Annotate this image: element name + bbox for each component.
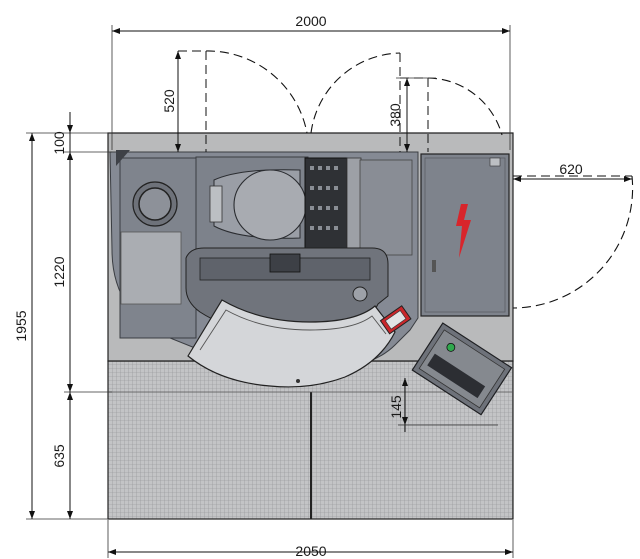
motor-block [304,157,348,249]
dim-left-machine: 1220 [51,256,67,287]
electrical-cabinet [420,153,510,317]
corner-bracket [116,150,130,166]
high-voltage-icon [456,204,471,258]
left-module [116,150,197,339]
dim-left-total: 1955 [13,310,29,341]
door-swing-right [512,175,634,309]
dim-bottom-width: 2050 [295,543,326,559]
door-swing-left [178,50,308,152]
dim-panel-offset: 145 [388,395,404,419]
dim-door-mid-swing: 380 [387,103,403,127]
dim-top-width: 2000 [295,13,326,29]
side-panel [120,231,182,305]
drum-inner [138,187,172,221]
dim-left-top-strip: 100 [51,131,67,155]
dimension-lines [26,25,632,558]
rotary-track [185,247,396,388]
dim-left-floor: 635 [51,444,67,468]
dim-door-left-swing: 520 [161,89,177,113]
dim-door-right-swing: 620 [559,161,583,177]
control-panel [411,322,513,416]
cylinder-unit [233,169,307,241]
status-lamp-icon [446,342,456,352]
central-unit [195,156,413,256]
red-actuator [379,305,412,335]
